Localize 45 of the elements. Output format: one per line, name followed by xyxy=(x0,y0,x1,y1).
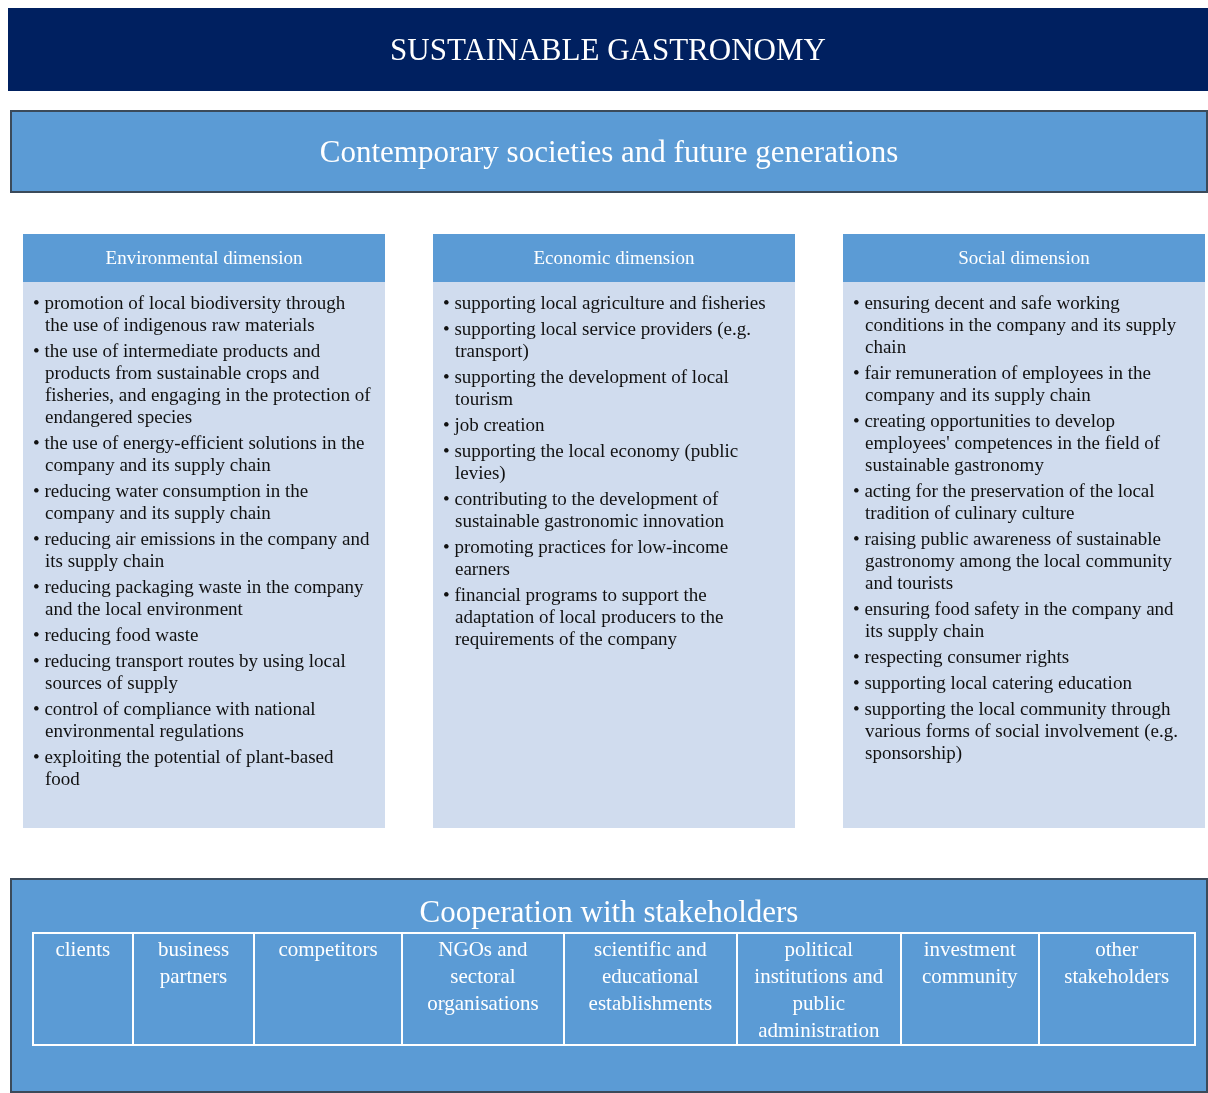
dimension-panel xyxy=(433,234,795,828)
stakeholder-panel xyxy=(10,878,1208,1093)
bullet-point: • supporting local catering education xyxy=(853,672,1133,694)
bullet-point: • ensuring food safety in the company and its supply chain xyxy=(853,598,1175,642)
bullet-point: • exploiting the potential of plant-based food xyxy=(33,746,335,790)
stakeholder-cell: business partners xyxy=(133,934,256,1044)
bullet-point: • raising public awareness of sustainable gastronomy among the local community and tourists xyxy=(853,528,1174,594)
bullet-point: • reducing packaging waste in the company and the local environment xyxy=(33,576,365,620)
bullet-point: • ensuring decent and safe working conditions in the company and its supply chain xyxy=(853,292,1178,358)
stakeholder-cell: scientific and educational establishments xyxy=(565,934,738,1044)
bullet-point: • supporting the local community through various forms of social involvement (e.g. sponsorship) xyxy=(853,698,1179,764)
bullet-point: • creating opportunities to develop employees' competences in the field of sustainable gastronomy xyxy=(853,410,1162,476)
bullet-point: • job creation xyxy=(443,414,546,436)
bullet-point: • reducing water consumption in the company and its supply chain xyxy=(33,480,310,524)
stakeholder-cell: other stakeholders xyxy=(1039,934,1194,1044)
stakeholder-cell: clients xyxy=(34,934,134,1044)
bullet-point: • supporting the local economy (public levies) xyxy=(443,440,740,484)
bullet-point: • reducing transport routes by using local sources of supply xyxy=(33,650,347,694)
title-banner: SUSTAINABLE GASTRONOMY xyxy=(8,8,1208,91)
bullet-point: • supporting local agriculture and fisheries xyxy=(443,292,767,314)
stakeholder-cell: investment community xyxy=(902,934,1040,1044)
bullet-point: • the use of energy-efficient solutions in the company and its supply chain xyxy=(33,432,366,476)
header-band: Contemporary societies and future generations xyxy=(10,110,1208,193)
panel-title: Cooperation with stakeholders xyxy=(418,894,800,930)
bullet-point: • promoting practices for low-income earners xyxy=(443,536,730,580)
bullet-point: • financial programs to support the adaptation of local producers to the requirements of the company xyxy=(443,584,725,650)
bullet-point: • reducing air emissions in the company and its supply chain xyxy=(33,528,371,572)
bullet-point: • fair remuneration of employees in the company and its supply chain xyxy=(853,362,1152,406)
bullet-point: • acting for the preservation of the local tradition of culinary culture xyxy=(853,480,1156,524)
dimension-panel xyxy=(843,234,1205,828)
bullet-point: • the use of intermediate products and products from sustainable crops and fisheries, and engaging in the protection of endangered species xyxy=(33,340,371,428)
stakeholder-cell: competitors xyxy=(255,934,403,1044)
bullet-point: • supporting local service providers (e.g. transport) xyxy=(443,318,752,362)
panel-heading: Economic dimension xyxy=(433,234,795,282)
dimension-panel xyxy=(23,234,385,828)
bullet-point: • reducing food waste xyxy=(33,624,200,646)
bullet-point: • promotion of local biodiversity through the use of indigenous raw materials xyxy=(33,292,347,336)
bullet-point: • control of compliance with national environmental regulations xyxy=(33,698,317,742)
bullet-point: • respecting consumer rights xyxy=(853,646,1071,668)
bullet-point: • contributing to the development of sustainable gastronomic innovation xyxy=(443,488,726,532)
panel-heading: Environmental dimension xyxy=(23,234,385,282)
stakeholder-cell: political institutions and public administration xyxy=(737,934,902,1044)
stakeholder-cell: NGOs and sectoral organisations xyxy=(402,934,566,1044)
bullet-point: • supporting the development of local tourism xyxy=(443,366,730,410)
panel-heading: Social dimension xyxy=(843,234,1205,282)
